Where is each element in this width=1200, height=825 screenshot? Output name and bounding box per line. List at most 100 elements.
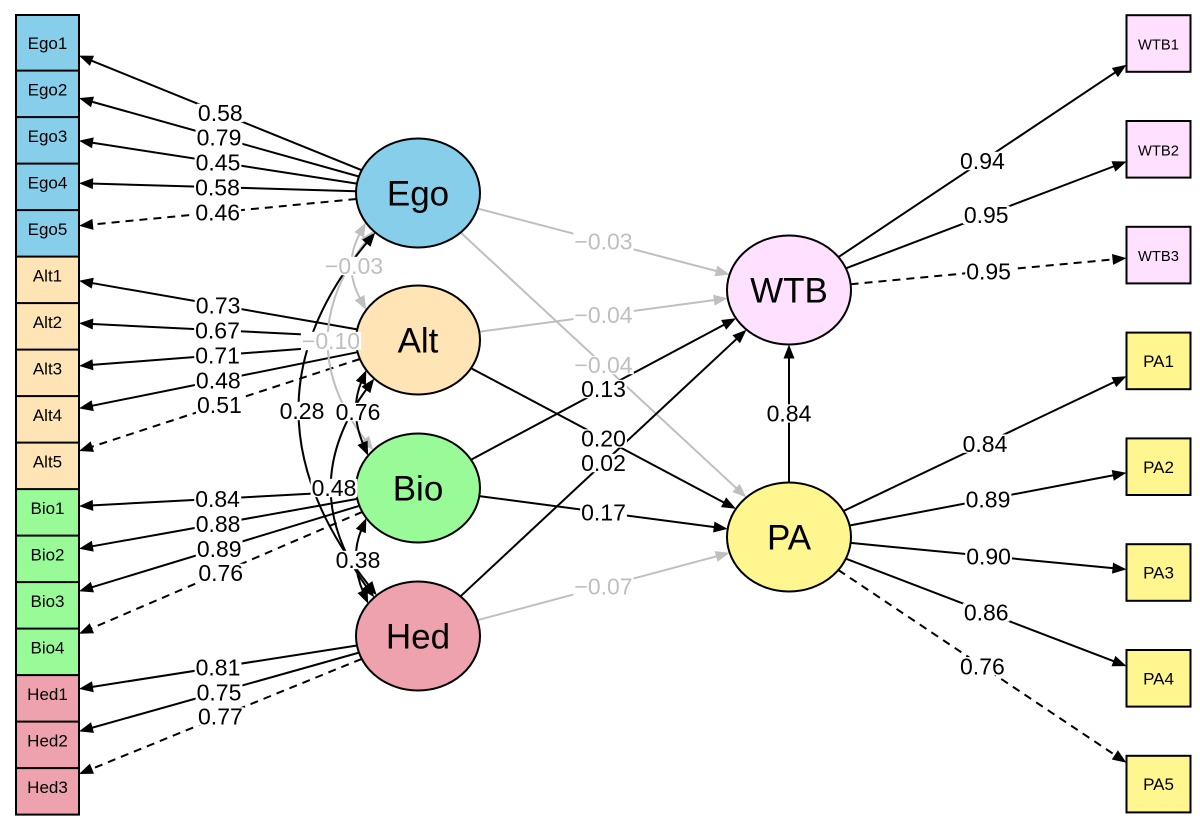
arrowhead-icon (357, 588, 369, 604)
regression-value: −0.04 (574, 302, 632, 328)
loading-label: 0.86 (962, 600, 1010, 626)
indicator-node-wtb1: WTB1 (1125, 14, 1192, 73)
loading-label: 0.90 (965, 543, 1012, 569)
loading-label: 0.84 (961, 431, 1009, 457)
loading-label: 0.45 (194, 149, 242, 175)
arrowhead-icon (714, 551, 730, 562)
covariance-label: 0.76 (334, 399, 382, 425)
loading-label: 0.75 (195, 679, 243, 705)
loading-value: 0.71 (195, 343, 240, 369)
label-background (194, 658, 242, 677)
covariance-label: 0.28 (278, 398, 326, 424)
loading-value: 0.90 (966, 543, 1011, 569)
edge-label-layer: 0.580.790.450.580.460.730.670.710.480.51… (194, 100, 1012, 730)
indicator-node-pa1: PA1 (1125, 331, 1192, 391)
loading-label: 0.71 (194, 343, 241, 369)
latent-node-hed: Hed (355, 580, 481, 692)
covariance-value: −0.03 (325, 253, 383, 279)
arrowhead-icon (1111, 161, 1127, 172)
indicator-box (1125, 225, 1192, 285)
label-background (580, 503, 627, 522)
label-background (194, 371, 242, 390)
indicator-label: Bio2 (30, 545, 64, 564)
regression-label: −0.03 (573, 229, 634, 255)
arrowhead-icon (79, 96, 94, 108)
latent-ellipse (355, 137, 481, 249)
label-background (300, 331, 362, 351)
indicator-label: Bio4 (30, 638, 64, 657)
indicator-label: PA5 (1143, 775, 1174, 794)
indicator-node-pa2: PA2 (1125, 437, 1192, 496)
regression-value: 0.17 (581, 500, 626, 526)
loading-value: 0.95 (966, 258, 1011, 284)
loading-label: 0.46 (194, 200, 242, 226)
label-background (196, 103, 244, 123)
label-background (197, 563, 245, 583)
arrowhead-icon (361, 582, 375, 598)
latent-node-ego: Ego (355, 137, 481, 249)
indicator-label: Alt2 (33, 313, 62, 332)
loading-value: 0.67 (195, 317, 240, 343)
node-layer: Hed3Hed2Hed1Bio4Bio3Bio2Bio1Alt5Alt4Alt3… (15, 14, 1192, 816)
arrowhead-icon (783, 344, 795, 359)
label-background (959, 151, 1006, 171)
label-background (195, 539, 243, 558)
arrowhead-icon (1111, 470, 1127, 481)
loading-label: 0.51 (196, 392, 243, 418)
indicator-label: Bio1 (30, 499, 64, 518)
loading-value: 0.76 (198, 560, 243, 586)
label-background (194, 152, 242, 172)
latent-node-wtb: WTB (726, 234, 852, 346)
indicator-label: Bio3 (30, 592, 64, 611)
arrowhead-icon (357, 440, 369, 456)
regression-label: −0.04 (573, 352, 634, 378)
indicator-box (1125, 14, 1192, 73)
label-background (573, 305, 634, 325)
arrowhead-icon (79, 623, 94, 634)
loading-value: 0.81 (196, 654, 241, 680)
loading-label: 0.89 (964, 486, 1012, 512)
loading-value: 0.58 (198, 100, 243, 126)
label-background (196, 395, 243, 415)
latent-label: Ego (387, 175, 449, 214)
covariance-value: 0.38 (336, 547, 381, 573)
loading-label: 0.89 (195, 536, 243, 562)
covariance-value: 0.28 (280, 398, 325, 424)
label-background (959, 657, 1006, 676)
loading-value: 0.84 (195, 486, 240, 512)
loading-label: 0.88 (194, 511, 242, 537)
indicator-label: Alt4 (33, 406, 62, 425)
latent-label: Hed (386, 618, 450, 657)
loading-value: 0.76 (960, 654, 1005, 680)
indicator-label: Ego5 (28, 220, 68, 239)
label-background (964, 489, 1012, 509)
loading-label: 0.81 (194, 654, 242, 680)
covariance-value: 0.76 (336, 399, 381, 425)
arrowhead-icon (79, 581, 94, 593)
label-background (323, 256, 385, 276)
loading-value: 0.45 (196, 149, 241, 175)
indicator-label: PA4 (1143, 669, 1174, 688)
loading-label: 0.77 (197, 704, 244, 730)
label-background (965, 547, 1012, 566)
latent-node-bio: Bio (355, 432, 481, 544)
covariance-value: 0.48 (312, 475, 357, 501)
covariance-label: 0.38 (334, 547, 382, 573)
indicator-box (1125, 437, 1192, 496)
indicator-node-alt3: Alt3 (15, 339, 80, 398)
covariance-label: −0.03 (323, 253, 385, 279)
indicator-node-wtb2: WTB2 (1125, 120, 1192, 179)
indicator-label: PA3 (1143, 564, 1174, 583)
arrowhead-icon (79, 55, 94, 66)
loading-label: 0.67 (194, 317, 241, 343)
arrowhead-icon (732, 483, 747, 498)
loading-label: 0.58 (194, 174, 241, 200)
regression-value: −0.04 (574, 352, 632, 378)
indicator-box (15, 14, 80, 72)
label-background (334, 402, 382, 422)
arrowhead-icon (79, 400, 94, 412)
loading-value: 0.58 (195, 174, 240, 200)
indicator-label: PA1 (1143, 352, 1174, 371)
arrowhead-icon (79, 218, 94, 230)
